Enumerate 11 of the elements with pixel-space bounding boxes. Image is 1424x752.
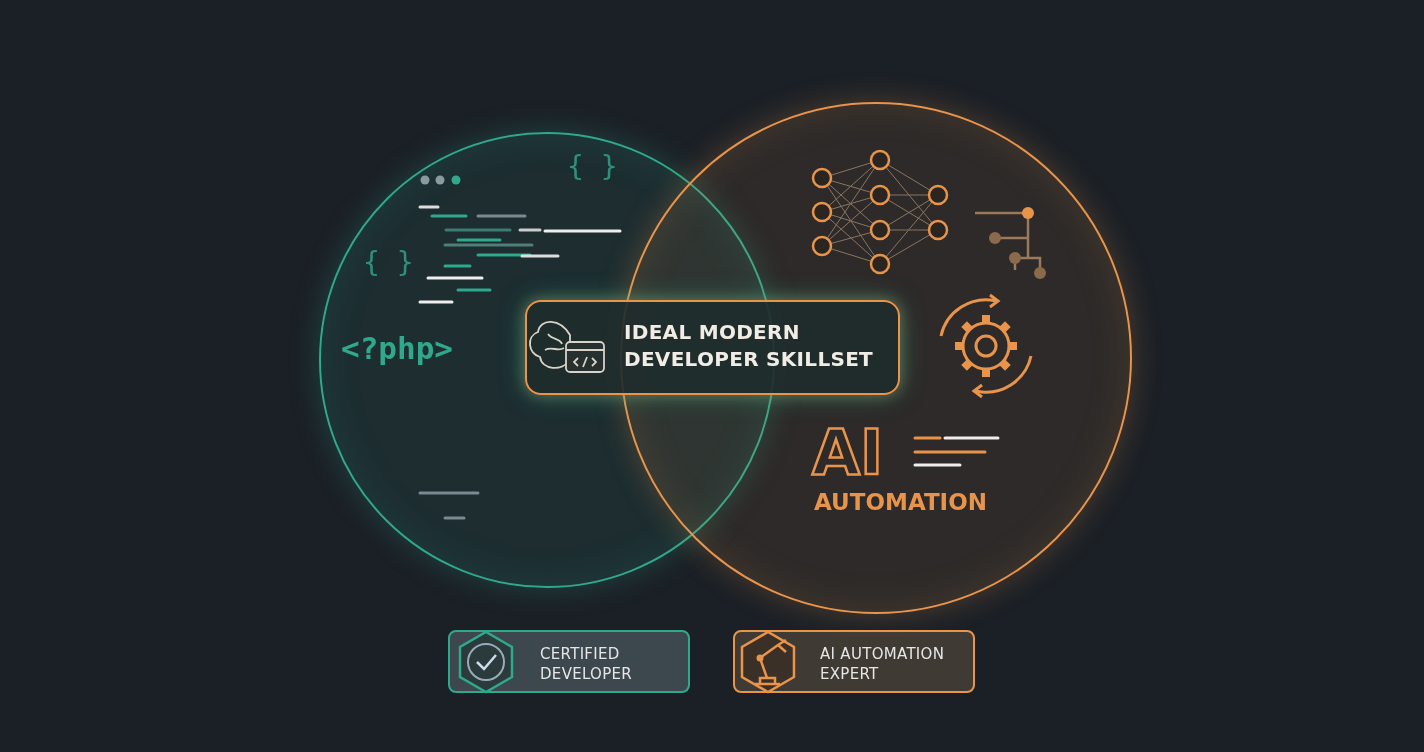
big-heading: AI xyxy=(812,416,884,489)
heading-text: AUTOMATION xyxy=(814,489,987,515)
brace-symbol: { } xyxy=(363,246,414,279)
center-card xyxy=(525,300,900,395)
certificate-badge xyxy=(448,630,690,693)
certificate-badge xyxy=(733,630,975,693)
badge-text: AI AUTOMATION EXPERT xyxy=(820,644,946,685)
brace-symbol: { } xyxy=(567,150,618,183)
card-title: IDEAL MODERN DEVELOPER SKILLSET xyxy=(624,319,875,373)
badge-text: CERTIFIED DEVELOPER xyxy=(540,644,634,685)
language-tag: <?php> xyxy=(341,330,453,366)
